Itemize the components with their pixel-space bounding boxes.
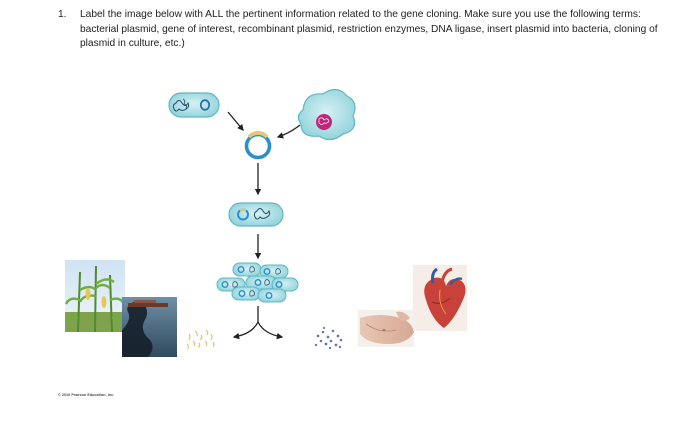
protein-dots — [314, 326, 343, 350]
bacterium-with-plasmid — [168, 92, 220, 118]
bacterium-with-recombinant-plasmid — [228, 202, 284, 227]
question-number: 1. — [58, 9, 67, 20]
split-arrow — [232, 306, 284, 340]
oil-spill-image — [122, 297, 177, 357]
corn-plants-image — [64, 260, 126, 333]
question-text: Label the image below with ALL the perti… — [80, 9, 658, 49]
figure-credit: © 2016 Pearson Education, Inc. — [58, 393, 115, 397]
human-abdomen-image — [358, 310, 414, 347]
eukaryotic-cell — [297, 88, 356, 141]
bacterial-clones — [216, 262, 299, 303]
human-heart-image — [413, 265, 467, 331]
arrow-gene-to-recombinant — [276, 124, 301, 139]
recombinant-plasmid — [244, 131, 272, 160]
arrow-plasmid-to-recombinant — [227, 111, 244, 131]
gene-copies — [186, 329, 215, 350]
